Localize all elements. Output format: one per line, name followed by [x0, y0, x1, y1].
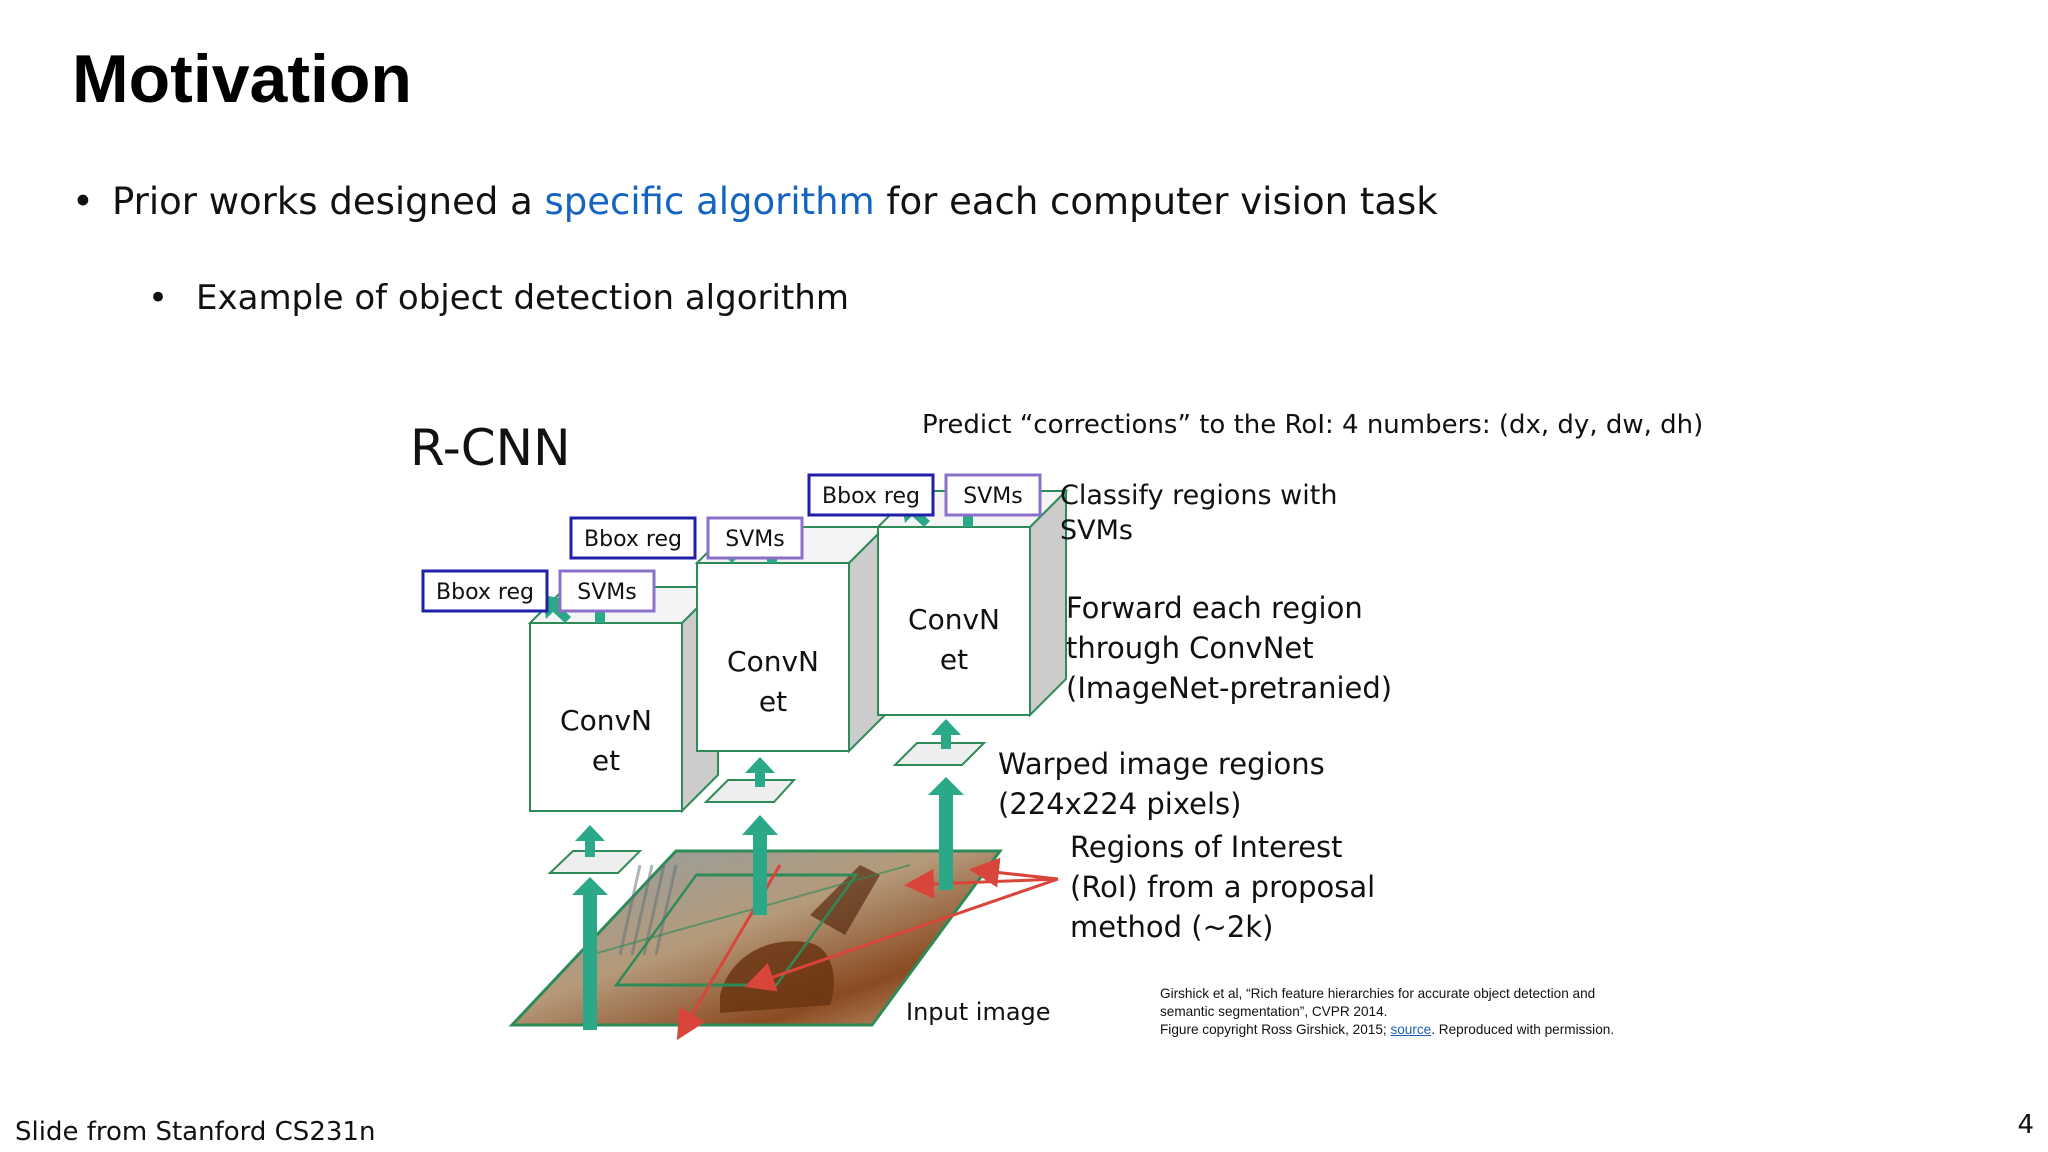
- bullet-prior-works: • Prior works designed a specific algorit…: [72, 180, 1438, 223]
- up-arrow-icon: [745, 757, 775, 787]
- output-row-2: Bbox reg SVMs: [569, 516, 804, 560]
- convnet-box-1: ConvN et: [527, 584, 721, 814]
- forward-line-1: Forward each region: [1066, 591, 1363, 625]
- convnet-label-3a: ConvN: [908, 603, 1000, 636]
- up-arrow-icon: [572, 877, 608, 1030]
- warped-line-1: Warped image regions: [998, 747, 1325, 781]
- bbox-reg-label-2: Bbox reg: [584, 527, 682, 552]
- up-arrow-icon: [931, 719, 961, 749]
- output-row-1: Bbox reg SVMs: [421, 569, 656, 613]
- svm-label-3: SVMs: [963, 484, 1022, 509]
- rcnn-figure: R-CNN Predict “corrections” to the RoI: …: [390, 395, 1710, 1055]
- warp-to-convnet-arrows: [575, 719, 961, 857]
- roi-line-2: (RoI) from a proposal: [1070, 870, 1375, 904]
- citation-line-1: Girshick et al, “Rich feature hierarchie…: [1160, 986, 1596, 1001]
- convnet-box-3: ConvN et: [875, 488, 1069, 718]
- bbox-reg-box-1: [421, 569, 549, 613]
- svm-box-2: [706, 516, 804, 560]
- bullet-example: • Example of object detection algorithm: [148, 278, 849, 318]
- page-number: 4: [2017, 1110, 2034, 1140]
- bbox-reg-label-1: Bbox reg: [436, 580, 534, 605]
- svm-box-1: [558, 569, 656, 613]
- source-link[interactable]: source: [1390, 1022, 1432, 1037]
- convnet-label-2a: ConvN: [727, 645, 819, 678]
- warped-patches: [547, 742, 987, 874]
- input-image: [508, 849, 1003, 1027]
- svm-label-1: SVMs: [577, 580, 636, 605]
- annotation-warped: Warped image regions (224x224 pixels): [998, 747, 1325, 821]
- warped-line-2: (224x224 pixels): [998, 787, 1241, 821]
- up-arrow-icon: [928, 777, 964, 890]
- convnet-label-3b: et: [940, 643, 968, 676]
- output-row-3: Bbox reg SVMs: [807, 473, 1042, 517]
- up-arrow-icon: [575, 825, 605, 857]
- diagonal-arrow-icon: [542, 595, 571, 623]
- forward-line-2: through ConvNet: [1066, 631, 1314, 665]
- rcnn-heading: R-CNN: [410, 419, 570, 477]
- citation-line-2: semantic segmentation”, CVPR 2014.: [1160, 1004, 1388, 1019]
- bullet-text-before: Prior works designed a: [112, 180, 545, 223]
- bbox-reg-box-3: [807, 473, 935, 517]
- bullet-dot: •: [72, 180, 94, 223]
- bullet-highlight: specific algorithm: [544, 180, 875, 223]
- roi-line-3: method (~2k): [1070, 910, 1273, 944]
- citation-text-end: . Reproduced with permission.: [1431, 1022, 1615, 1037]
- annotation-roi: Regions of Interest (RoI) from a proposa…: [1070, 830, 1375, 944]
- classify-line-1: Classify regions with: [1060, 480, 1337, 511]
- roi-line-1: Regions of Interest: [1070, 830, 1343, 864]
- forward-line-3: (ImageNet-pretranied): [1066, 671, 1392, 705]
- up-arrow-icon: [742, 815, 778, 915]
- figure-citation: Girshick et al, “Rich feature hierarchie…: [1160, 985, 1720, 1039]
- bbox-reg-label-3: Bbox reg: [822, 484, 920, 509]
- image-to-warp-arrows: [572, 777, 964, 1030]
- bullet-example-text: Example of object detection algorithm: [196, 278, 849, 318]
- annotation-classify: Classify regions with SVMs: [1060, 480, 1337, 546]
- citation-text: Figure copyright Ross Girshick, 2015;: [1160, 1022, 1391, 1037]
- svm-label-2: SVMs: [725, 527, 784, 552]
- bullet-dot: •: [148, 278, 169, 318]
- bbox-reg-box-2: [569, 516, 697, 560]
- convnet-box-2: ConvN et: [694, 524, 888, 754]
- rcnn-diagram: R-CNN Predict “corrections” to the RoI: …: [410, 410, 1703, 1041]
- slide-title: Motivation: [72, 41, 412, 117]
- convnet-label-1b: et: [592, 744, 620, 777]
- classify-line-2: SVMs: [1060, 515, 1133, 546]
- svm-box-3: [944, 473, 1042, 517]
- slide-footer: Slide from Stanford CS231n: [15, 1117, 376, 1147]
- predict-corrections-note: Predict “corrections” to the RoI: 4 numb…: [922, 410, 1703, 440]
- convnet-label-1a: ConvN: [560, 704, 652, 737]
- citation-line-3: Figure copyright Ross Girshick, 2015; so…: [1160, 1021, 1720, 1039]
- roi-pointer-arrows: [676, 857, 1059, 1041]
- bullet-text-after: for each computer vision task: [874, 180, 1438, 223]
- annotation-forward: Forward each region through ConvNet (Ima…: [1066, 591, 1392, 705]
- convnet-label-2b: et: [759, 685, 787, 718]
- input-image-label: Input image: [906, 998, 1051, 1026]
